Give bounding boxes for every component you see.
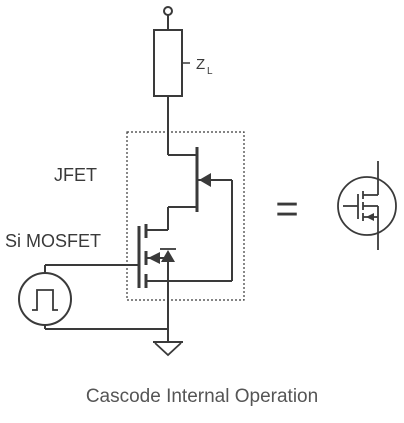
load-label: Z: [196, 56, 205, 73]
equivalent-transistor-icon: [337, 161, 397, 250]
equals-sign: =: [275, 187, 298, 231]
load-label-subscript: L: [207, 66, 213, 77]
supply-terminal: [163, 6, 173, 30]
mosfet-body-arrow: [148, 252, 160, 264]
jfet-label: JFET: [54, 165, 97, 185]
cascode-package-outline: [126, 131, 245, 301]
jfet-symbol: [167, 147, 233, 281]
mosfet-label: Si MOSFET: [5, 231, 101, 251]
load-resistor: [153, 29, 190, 97]
body-diode-icon: [161, 250, 175, 262]
diagram-caption: Cascode Internal Operation: [85, 386, 319, 407]
ground-icon: [153, 341, 183, 357]
mosfet-symbol: [137, 224, 232, 288]
square-wave-icon: [32, 289, 58, 311]
pulse-source: [18, 264, 168, 330]
jfet-gate-arrow: [199, 173, 211, 187]
